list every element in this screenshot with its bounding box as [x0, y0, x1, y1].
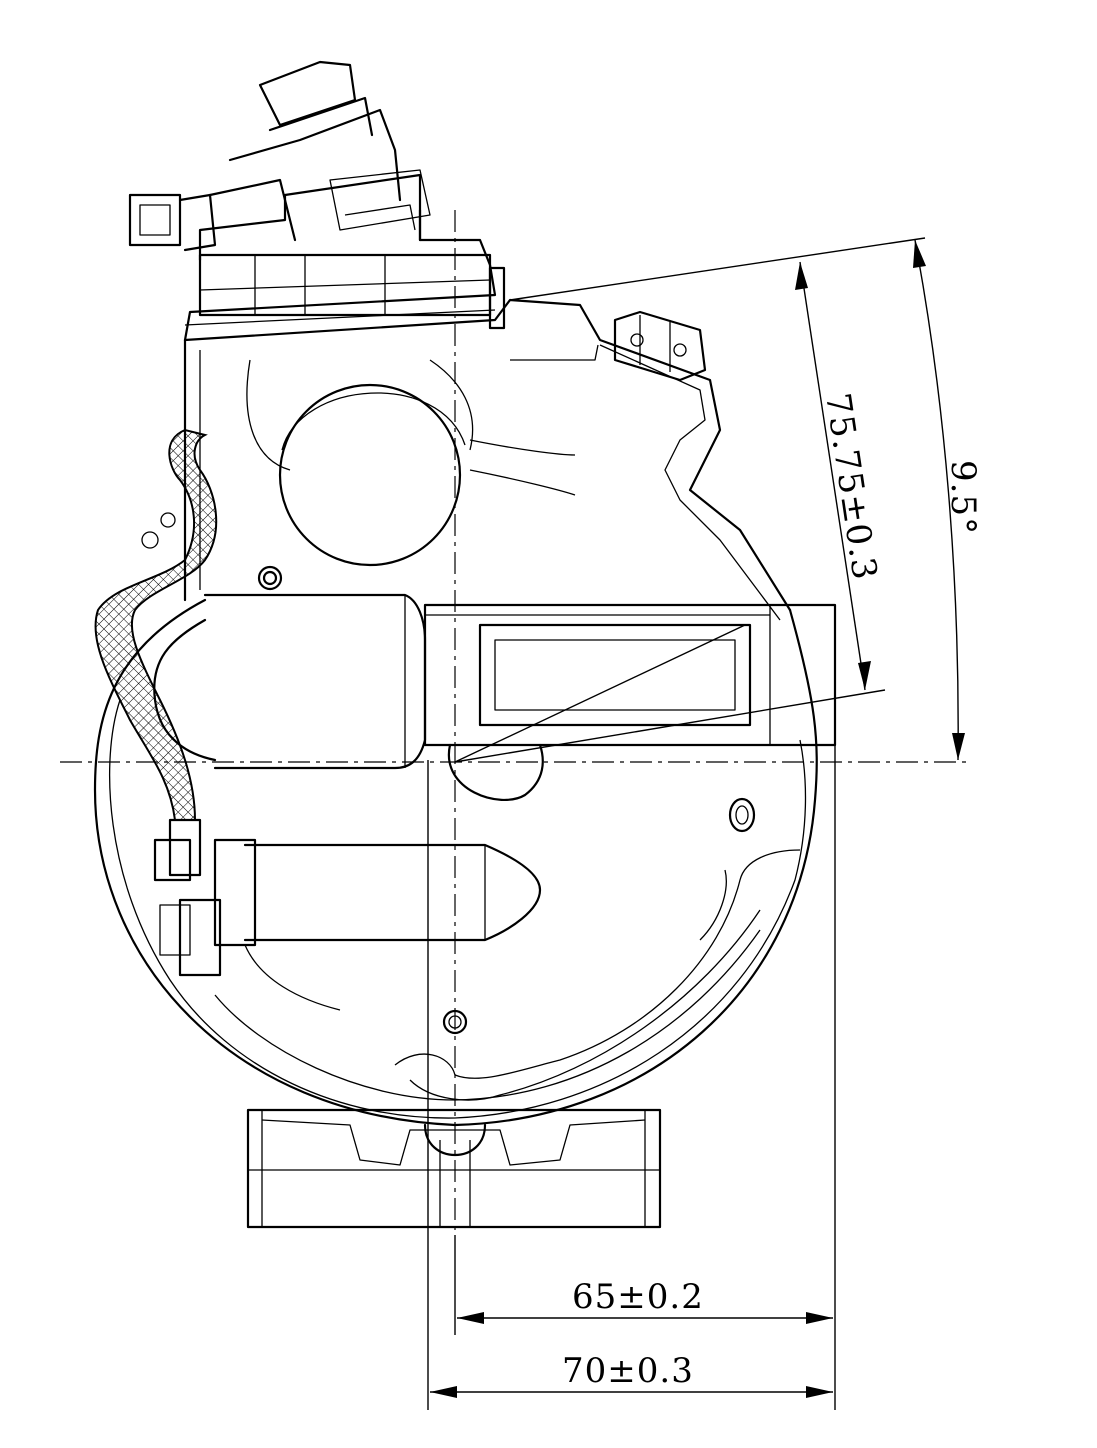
width-65-label: 65±0.2	[572, 1277, 704, 1317]
lower-rib	[394, 849, 801, 1101]
solenoid-band	[153, 593, 837, 801]
dimension-width-70: 70±0.3	[427, 760, 833, 1410]
compressor-housing	[93, 598, 818, 1127]
height-dimension-label: 75.75±0.3	[817, 390, 884, 583]
center-lines	[60, 210, 970, 1230]
port-circle	[278, 383, 466, 567]
mounting-foot	[246, 1108, 662, 1229]
upper-body	[183, 298, 792, 621]
dimension-height: 75.75±0.3	[795, 261, 885, 691]
lower-solenoid	[213, 838, 542, 1011]
angle-dimension-label: 9.5°	[943, 460, 983, 535]
width-70-label: 70±0.3	[562, 1351, 694, 1391]
wiring-harness	[94, 428, 222, 977]
side-fitting	[613, 310, 707, 382]
dimension-angle: 9.5°	[913, 239, 983, 761]
top-connector-assembly	[128, 60, 506, 342]
angle-construction	[454, 237, 926, 763]
dimension-width-65: 65±0.2	[454, 625, 836, 1410]
